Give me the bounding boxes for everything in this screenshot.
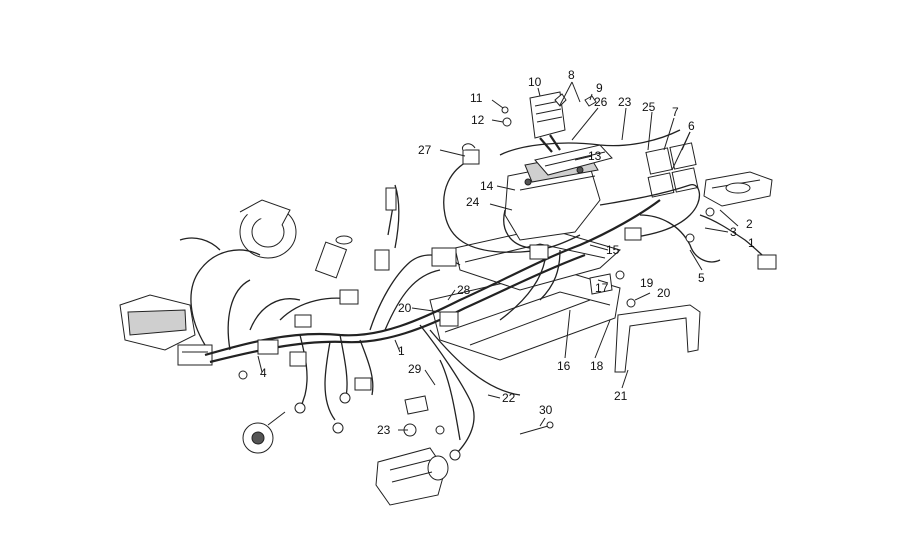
label-29: 29	[408, 362, 422, 376]
flasher-unit	[177, 344, 213, 366]
label-9: 9	[596, 81, 603, 95]
label-27: 27	[418, 143, 432, 157]
label-1-right: 1	[748, 236, 755, 250]
label-1-center: 1	[398, 344, 405, 358]
label-4: 4	[260, 366, 267, 380]
label-15: 15	[606, 243, 620, 257]
relay-block-10	[529, 91, 566, 153]
label-23-top: 23	[618, 95, 632, 109]
voltage-regulator	[703, 171, 773, 207]
fuse-box	[534, 144, 613, 176]
label-2: 2	[746, 217, 753, 231]
headlight	[119, 294, 196, 351]
label-20-right: 20	[657, 286, 671, 300]
label-19: 19	[640, 276, 654, 290]
label-30: 30	[539, 403, 553, 417]
horn-upper	[239, 199, 297, 259]
label-25: 25	[642, 100, 656, 114]
label-22: 22	[502, 391, 516, 405]
label-24: 24	[466, 195, 480, 209]
side-stand-bracket	[614, 304, 701, 373]
label-17: 17	[595, 281, 609, 295]
label-6: 6	[688, 119, 695, 133]
starter-motor	[375, 447, 449, 506]
label-21: 21	[614, 389, 628, 403]
sensor-cylinder	[314, 235, 353, 279]
label-13: 13	[588, 149, 602, 163]
label-16: 16	[557, 359, 571, 373]
label-18: 18	[590, 359, 604, 373]
label-3: 3	[730, 225, 737, 239]
label-8: 8	[568, 68, 575, 82]
label-28: 28	[457, 283, 471, 297]
label-12: 12	[471, 113, 485, 127]
label-5: 5	[698, 271, 705, 285]
relay-group	[645, 142, 699, 198]
label-23-bottom: 23	[377, 423, 391, 437]
leader-lines	[257, 81, 739, 431]
part-labels: 10 8 9 11 26 23 25 7 12 6 27 13 14 24 2 …	[260, 68, 755, 437]
label-10: 10	[528, 75, 542, 89]
label-7: 7	[672, 105, 679, 119]
label-26: 26	[594, 95, 608, 109]
label-14: 14	[480, 179, 494, 193]
label-11: 11	[470, 91, 483, 105]
main-harness	[179, 129, 771, 456]
horn-lower	[242, 411, 286, 454]
connectors	[238, 93, 777, 461]
label-20-left: 20	[398, 301, 412, 315]
